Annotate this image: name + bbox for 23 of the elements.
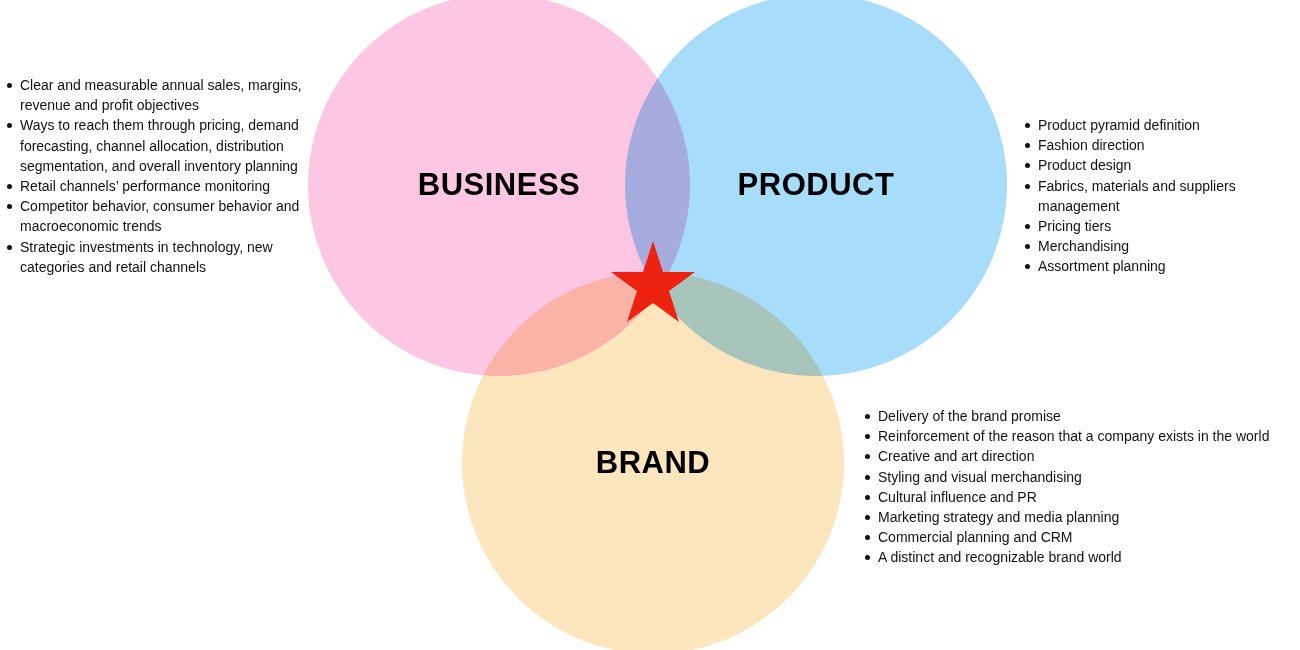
bullet-point-text: Merchandising: [1038, 238, 1130, 255]
bullet-point-text: Product pyramid definition: [1038, 117, 1200, 133]
bullet-point-text: Ways to reach them through pricing, demand forecasting, channel allocation, distribution segmentation, and overall inventory planning: [20, 117, 299, 174]
bullet-point-text: Fashion direction: [1038, 137, 1145, 154]
circle-label: PRODUCT: [737, 167, 895, 203]
bullet-point-text: Commercial planning and CRM: [878, 529, 1073, 546]
bullet-point-text: Strategic investments in technology, new categories and retail channels: [20, 238, 273, 275]
bullet-point-text: Retail channels’ performance monitoring: [20, 178, 271, 194]
bullet-point-text: Competitor behavior, consumer behavior and macroeconomic trends: [20, 198, 300, 235]
bullet-point-text: A distinct and recognizable brand world: [878, 549, 1122, 566]
bullet-point-text: Styling and visual merchandising: [878, 468, 1082, 485]
bullet-point-text: Product design: [1038, 157, 1132, 174]
bullet-point-text: Pricing tiers: [1038, 218, 1112, 234]
bullet-point-text: Cultural influence and PR: [878, 488, 1037, 505]
bullet-point-text: Clear and measurable annual sales, margins, revenue and profit objectives: [20, 77, 302, 114]
bullet-point-text: Marketing strategy and media planning: [878, 509, 1120, 525]
circle-label: BRAND: [595, 445, 711, 481]
bullet-point-text: Creative and art direction: [878, 448, 1035, 465]
bullet-point-text: Assortment planning: [1038, 258, 1166, 275]
bullet-point-text: Delivery of the brand promise: [878, 408, 1061, 424]
circle-label: BUSINESS: [417, 167, 581, 203]
bullet-point-text: Reinforcement of the reason that a company exists in the world: [878, 428, 1270, 445]
bullet-point-text: Fabrics, materials and suppliers management: [1038, 177, 1236, 214]
